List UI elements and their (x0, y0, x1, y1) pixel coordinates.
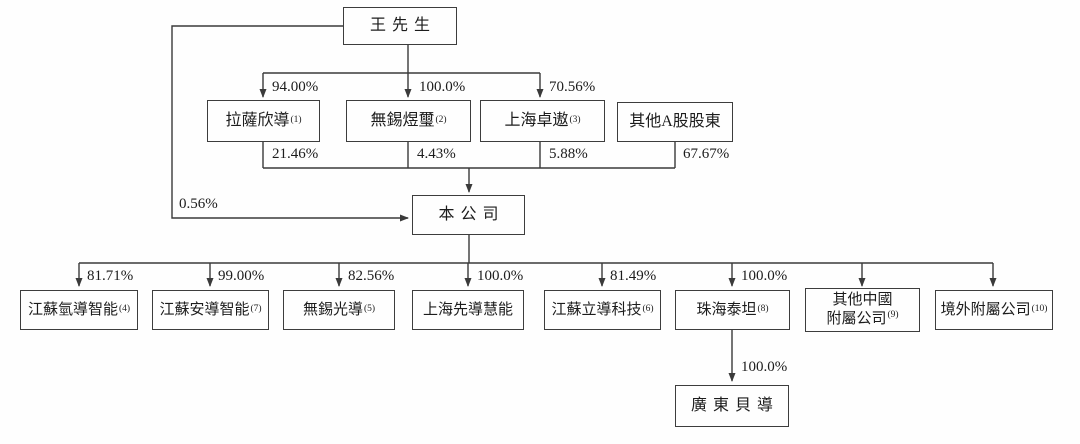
footnote-ref: (7) (250, 304, 262, 315)
node-label: 其他A股股東 (629, 113, 721, 131)
node-zhuhai-taitan: 珠海泰坦(8) (675, 290, 790, 330)
node-shanghai-xiandao-huineng: 上海先導慧能 (412, 290, 524, 330)
node-wuxi-guangdao: 無錫光導(5) (283, 290, 395, 330)
node-label: 上海卓遨 (504, 112, 569, 130)
node-label: 拉薩欣導 (225, 112, 290, 130)
ownership-pct-label: 100.0% (741, 359, 788, 375)
ownership-pct-label: 81.71% (87, 268, 134, 284)
node-label-line2: 附屬公司(9) (826, 310, 899, 327)
node-jiangsu-andao-intelligent: 江蘇安導智能(7) (152, 290, 269, 330)
footnote-ref: (5) (363, 304, 376, 315)
footnote-ref: (9) (887, 310, 899, 320)
node-wuxi-yuxi: 無錫煜璽(2) (346, 100, 471, 142)
node-offshore-subsidiaries: 境外附屬公司(10) (935, 290, 1053, 330)
footnote-ref: (1) (290, 115, 302, 126)
node-label: 廣東貝導 (690, 397, 779, 415)
node-lhasa-xindao: 拉薩欣導(1) (207, 100, 320, 142)
node-label: 無錫煜璽 (370, 112, 435, 130)
ownership-pct-label: 5.88% (549, 146, 588, 162)
ownership-pct-label: 21.46% (272, 146, 319, 162)
node-mr-wang: 王先生 (343, 7, 457, 45)
ownership-pct-label: 4.43% (417, 146, 456, 162)
footnote-ref: (6) (642, 304, 654, 315)
node-the-company: 本公司 (412, 195, 525, 235)
ownership-pct-label: 70.56% (549, 79, 596, 95)
node-label-line1: 其他中國 (832, 292, 893, 309)
node-shanghai-zhuoao: 上海卓遨(3) (480, 100, 605, 142)
node-other-a-share-holders: 其他A股股東 (617, 102, 733, 142)
ownership-pct-label: 67.67% (683, 146, 730, 162)
node-label: 江蘇立導科技 (551, 302, 642, 318)
ownership-pct-label: 100.0% (477, 268, 524, 284)
footnote-ref: (10) (1031, 304, 1048, 315)
ownership-pct-label: 100.0% (741, 268, 788, 284)
footnote-ref: (4) (118, 304, 131, 315)
footnote-ref: (3) (569, 115, 581, 126)
node-jiangsu-qingdao-intelligent: 江蘇氫導智能(4) (20, 290, 138, 330)
node-label: 上海先導慧能 (422, 302, 513, 318)
ownership-pct-label: 81.49% (610, 268, 657, 284)
footnote-ref: (8) (757, 304, 769, 315)
node-label: 無錫光導 (302, 302, 363, 318)
node-label: 珠海泰坦 (696, 302, 757, 318)
node-other-prc-subsidiaries: 其他中國 附屬公司(9) (805, 288, 920, 332)
ownership-pct-label: 99.00% (218, 268, 265, 284)
node-label: 江蘇氫導智能 (27, 302, 118, 318)
node-jiangsu-lidao-tech: 江蘇立導科技(6) (544, 290, 661, 330)
ownership-pct-label: 100.0% (419, 79, 466, 95)
footnote-ref: (2) (435, 115, 447, 126)
node-guangdong-beidao: 廣東貝導 (675, 385, 789, 427)
node-label: 本公司 (438, 206, 505, 224)
ownership-pct-label: 94.00% (272, 79, 319, 95)
ownership-pct-label: 0.56% (179, 196, 218, 212)
ownership-pct-label: 82.56% (348, 268, 395, 284)
node-label: 王先生 (369, 17, 436, 35)
node-label: 江蘇安導智能 (159, 302, 250, 318)
node-label: 境外附屬公司 (940, 302, 1031, 318)
